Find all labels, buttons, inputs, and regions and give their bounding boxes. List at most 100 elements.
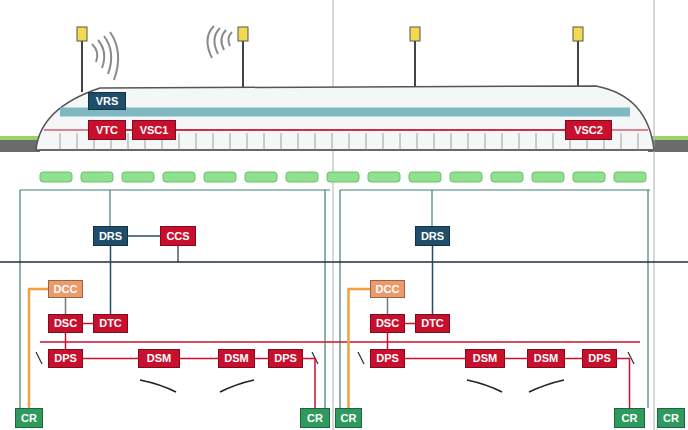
dividers [333, 0, 654, 430]
box-label: CCS [166, 231, 189, 242]
track-segment [327, 172, 359, 182]
pole [577, 40, 579, 92]
feeder [109, 190, 110, 226]
box-label: DTC [99, 318, 122, 329]
floor-stroke [264, 133, 265, 150]
wave [92, 44, 97, 62]
floor-stroke [485, 133, 486, 150]
section-divider [333, 0, 334, 430]
track-segment [81, 172, 113, 182]
backbone-drop [177, 246, 178, 262]
box-label: DSM [147, 353, 171, 364]
guideway [40, 150, 652, 151]
grass-strip [0, 136, 40, 140]
power-box: DPS [370, 349, 405, 368]
feeder [339, 190, 340, 408]
track-segment [245, 172, 277, 182]
track-segment [204, 172, 236, 182]
cable-box: CR [657, 408, 685, 428]
motor-box: DSM [138, 349, 180, 368]
pole [81, 40, 83, 92]
wave [221, 30, 226, 50]
cable-box: CR [335, 408, 362, 428]
floor-stroke [213, 133, 214, 150]
stator-symbols [140, 380, 564, 392]
control-box: DTC [415, 314, 450, 333]
switch-symbol [36, 352, 42, 364]
train-body [36, 86, 654, 150]
control-box: VTC [88, 120, 126, 140]
control-box: DSC [48, 314, 83, 333]
motor-box: DSM [218, 349, 255, 368]
floor-stroke [247, 133, 248, 150]
power-bus [40, 341, 640, 343]
track-segment [40, 172, 72, 182]
section-divider [654, 0, 655, 430]
pole [242, 40, 244, 92]
box-label: CR [622, 413, 638, 424]
stator [529, 380, 564, 392]
track-segment [286, 172, 318, 182]
connector-line [180, 358, 218, 360]
box-label: CR [663, 413, 679, 424]
box-label: DSC [376, 318, 399, 329]
ground-strip [0, 140, 40, 152]
floor-stroke [638, 133, 639, 150]
feeder [431, 190, 432, 226]
signal-lamp [238, 27, 248, 41]
connector-line [565, 358, 582, 360]
connector-line [110, 246, 112, 314]
floor-stroke [60, 133, 61, 150]
connector-line [349, 289, 371, 408]
track-segment [614, 172, 646, 182]
wave [104, 36, 111, 74]
wave [110, 32, 118, 80]
wave [207, 26, 214, 58]
control-box: CCS [160, 226, 196, 246]
box-label: DSM [534, 353, 558, 364]
stator [140, 380, 176, 392]
control-box: DSC [370, 314, 405, 333]
box-label: DCC [376, 284, 400, 295]
connector-line [176, 129, 565, 131]
floor-stroke [230, 133, 231, 150]
feeder [324, 190, 325, 408]
connector-line [387, 333, 389, 349]
track-segment [122, 172, 154, 182]
power-box: DPS [48, 349, 83, 368]
track-segment [491, 172, 523, 182]
box-label: DRS [99, 231, 122, 242]
radio-box: VRS [88, 92, 126, 110]
box-label: CR [307, 413, 323, 424]
box-label: VSC2 [574, 125, 603, 136]
motor-box: DSM [465, 349, 505, 368]
floor-stroke [77, 133, 78, 150]
box-label: VSC1 [140, 125, 169, 136]
switches [36, 352, 634, 364]
control-box: DTC [93, 314, 128, 333]
power-box: DPS [268, 349, 303, 368]
floor-stroke [281, 133, 282, 150]
floor-stroke [502, 133, 503, 150]
track-segments [40, 172, 646, 182]
train [36, 86, 654, 150]
cable-box: CR [15, 408, 43, 428]
track-segment [368, 172, 400, 182]
floor-stroke [332, 133, 333, 150]
track-segment [532, 172, 564, 182]
connector-line [65, 298, 67, 314]
box-label: DPS [588, 353, 611, 364]
control-box: DCC [48, 280, 83, 298]
connector-line [303, 359, 315, 409]
box-label: DPS [376, 353, 399, 364]
track-segment [450, 172, 482, 182]
window-band [60, 108, 630, 117]
signal-poles [77, 27, 583, 92]
backbone-line [0, 261, 688, 263]
track-segment [409, 172, 441, 182]
box-label: DPS [274, 353, 297, 364]
connector-line [65, 333, 67, 349]
floor-stroke [417, 133, 418, 150]
connector-line [405, 358, 465, 360]
power-box: DPS [582, 349, 617, 368]
